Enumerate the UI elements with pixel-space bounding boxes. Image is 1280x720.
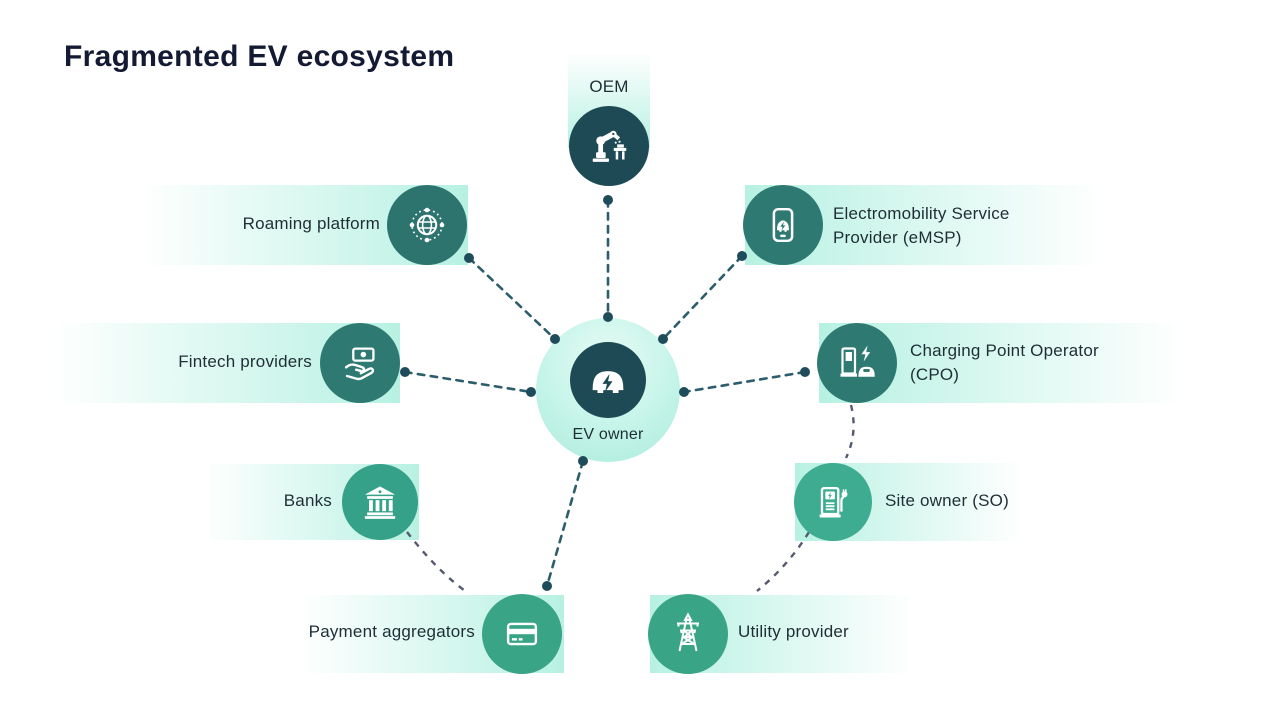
node-utility-provider (648, 594, 728, 674)
money-hand-icon (344, 347, 375, 381)
label-fintech: Fintech providers (178, 352, 312, 371)
page-title: Fragmented EV ecosystem (64, 40, 455, 73)
bank-building-icon (364, 486, 396, 519)
link-center-emsp (661, 254, 744, 341)
credit-card-icon (506, 622, 538, 646)
link-site-utility (756, 531, 811, 592)
node-site-owner (794, 463, 872, 541)
node-ev-owner (570, 342, 646, 418)
node-cpo (817, 323, 897, 403)
node-roaming-platform (387, 185, 467, 265)
node-fintech-providers (320, 323, 400, 403)
label-site: Site owner (SO) (885, 491, 1009, 510)
link-center-fintech (403, 370, 533, 394)
label-oem: OEM (589, 77, 629, 96)
label-utility: Utility provider (738, 622, 849, 641)
label-payment: Payment aggregators (308, 622, 475, 641)
robot-arm-icon (592, 130, 627, 162)
phone-ev-icon (772, 207, 794, 243)
link-center-cpo (682, 370, 807, 394)
label-cpo: Charging Point Operator (CPO) (910, 341, 1099, 384)
node-oem (569, 106, 649, 186)
node-banks (342, 464, 418, 540)
label-banks: Banks (283, 491, 332, 510)
charge-pump-icon (819, 486, 848, 518)
link-center-payment (545, 459, 585, 588)
link-end-dots (400, 195, 810, 591)
node-payment-aggregators (482, 594, 562, 674)
charging-station-car-icon (840, 345, 875, 377)
link-cpo-site (844, 404, 855, 459)
globe-network-icon (409, 207, 445, 243)
label-emsp: Electromobility Service Provider (eMSP) (833, 204, 1010, 247)
link-banks-payment (406, 531, 469, 594)
node-emsp (743, 185, 823, 265)
ev-car-bolt-icon (592, 371, 624, 394)
power-pylon-icon (677, 612, 699, 652)
label-roaming: Roaming platform (242, 214, 380, 233)
link-center-roaming (467, 256, 557, 341)
label-ev-owner: EV owner (572, 426, 644, 443)
